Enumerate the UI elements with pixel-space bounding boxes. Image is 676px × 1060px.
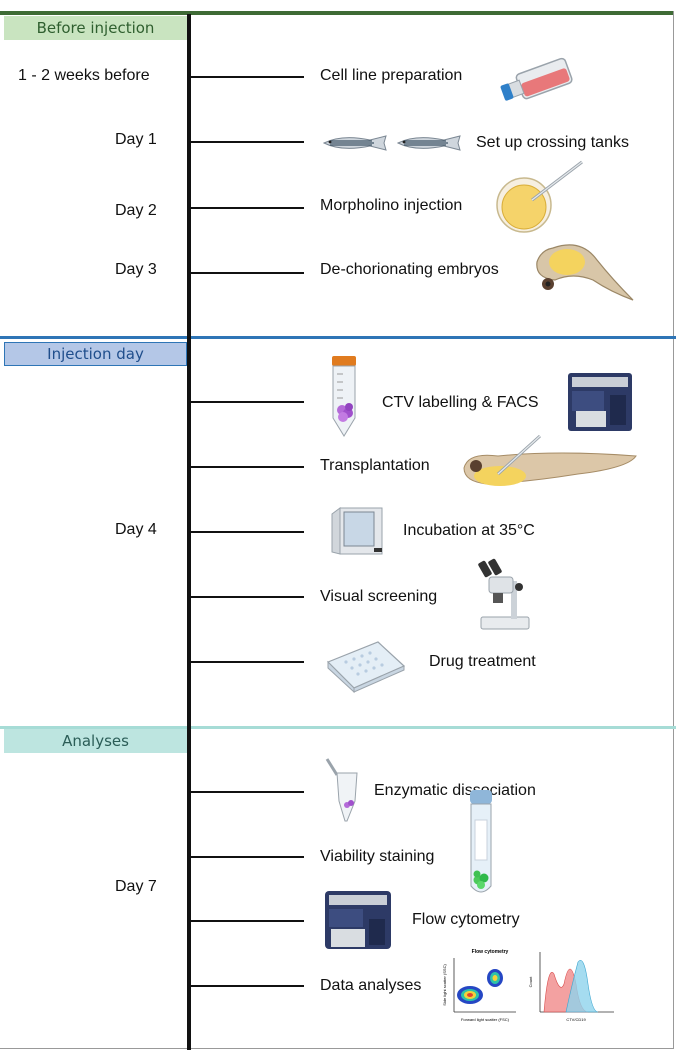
section-separator-analyses xyxy=(0,726,676,729)
tick-cell-line xyxy=(190,76,304,78)
frame-bottom xyxy=(0,1048,674,1049)
top-border xyxy=(0,11,673,15)
zebrafish-icon xyxy=(322,135,461,151)
step-morpholino: Morpholino injection xyxy=(320,197,463,214)
tick-visual xyxy=(190,596,304,598)
scatter-plot-icon: Flow cytometry Forward light scatter (FS… xyxy=(442,949,516,1022)
falcon-tube-icon xyxy=(332,356,356,437)
step-viability: Viability staining xyxy=(320,848,435,865)
incubator-icon xyxy=(331,507,383,555)
scatter-plot-ylabel: Side light scatter (SSC) xyxy=(442,964,447,1006)
eppendorf-tube-icon xyxy=(325,758,358,822)
tick-crossing xyxy=(190,141,304,143)
tick-data xyxy=(190,985,304,987)
microscope-icon xyxy=(478,558,530,630)
tick-ctv xyxy=(190,401,304,403)
step-flow: Flow cytometry xyxy=(412,911,520,928)
step-transplantation: Transplantation xyxy=(320,457,430,474)
section-header-before: Before injection xyxy=(4,16,187,40)
step-enzymatic: Enzymatic dissociation xyxy=(374,782,536,799)
day-label-day1: Day 1 xyxy=(115,131,157,148)
tick-dechorionating xyxy=(190,272,304,274)
tick-viability xyxy=(190,856,304,858)
day-label-day3: Day 3 xyxy=(115,261,157,278)
day-label-weeks: 1 - 2 weeks before xyxy=(18,67,150,84)
scatter-plot-xlabel: Forward light scatter (FSC) xyxy=(461,1017,510,1022)
scatter-plot-title: Flow cytometry xyxy=(472,949,509,955)
step-incubation: Incubation at 35°C xyxy=(403,522,535,539)
histogram-icon: Count CTV/CD19 xyxy=(528,952,614,1022)
step-visual: Visual screening xyxy=(320,588,438,605)
tick-morpholino xyxy=(190,207,304,209)
flow-cytometer-icon xyxy=(325,891,391,949)
day-label-day2: Day 2 xyxy=(115,202,157,219)
histogram-xlabel: CTV/CD19 xyxy=(566,1017,586,1022)
well-plate-icon xyxy=(326,641,406,694)
timeline-axis xyxy=(187,14,191,1050)
tick-incubation xyxy=(190,531,304,533)
tick-enzymatic xyxy=(190,791,304,793)
step-ctv: CTV labelling & FACS xyxy=(382,394,539,411)
day-label-day7: Day 7 xyxy=(115,878,157,895)
step-crossing: Set up crossing tanks xyxy=(476,134,629,151)
facs-tube-icon xyxy=(470,790,492,893)
section-header-injection: Injection day xyxy=(4,342,187,366)
step-drug: Drug treatment xyxy=(429,653,536,670)
embryo-injection-icon xyxy=(496,160,583,233)
step-cell-line: Cell line preparation xyxy=(320,67,463,84)
day-label-day4: Day 4 xyxy=(115,521,157,538)
facs-machine-icon xyxy=(568,373,632,431)
tick-drug xyxy=(190,661,304,663)
histogram-ylabel: Count xyxy=(528,976,533,988)
larva-transplant-icon xyxy=(463,434,637,486)
section-separator-injection xyxy=(0,336,676,339)
frame-right xyxy=(673,11,674,1049)
tick-transplantation xyxy=(190,466,304,468)
section-header-analyses: Analyses xyxy=(4,729,187,753)
step-dechorionating: De-chorionating embryos xyxy=(320,261,499,278)
tick-flow xyxy=(190,920,304,922)
larva-icon xyxy=(536,244,634,301)
step-data: Data analyses xyxy=(320,977,422,994)
cell-culture-flask-icon xyxy=(500,57,573,101)
